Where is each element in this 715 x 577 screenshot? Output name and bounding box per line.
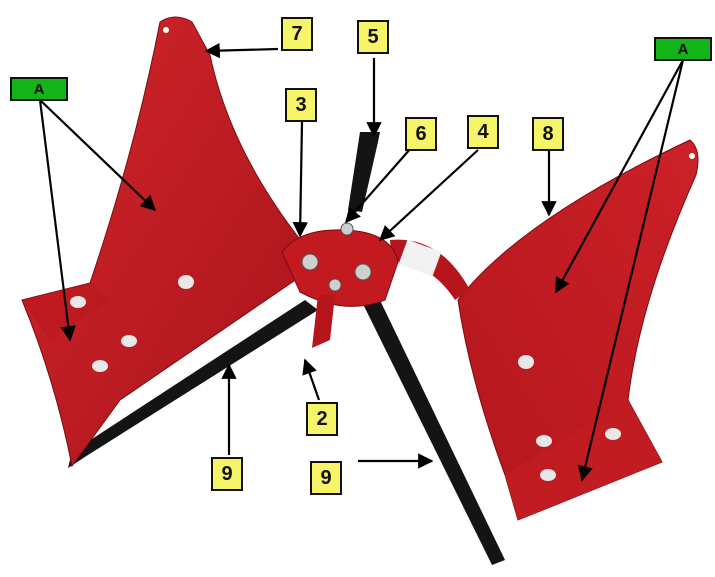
callout-a-right: A — [654, 37, 712, 61]
bolt-hole — [121, 335, 137, 347]
hub-bolt — [355, 264, 371, 280]
bolt-hole — [178, 275, 194, 289]
hitch-pin — [312, 295, 335, 348]
hub-bolt — [329, 279, 341, 291]
callout-9-left: 9 — [211, 457, 243, 491]
callout-8: 8 — [532, 117, 564, 151]
callout-7: 7 — [281, 17, 313, 51]
callout-5: 5 — [357, 20, 389, 54]
bolt-hole — [163, 27, 169, 33]
callout-9-right: 9 — [310, 461, 342, 495]
callout-6: 6 — [405, 117, 437, 151]
bolt-hole — [536, 435, 552, 447]
bolt-hole — [70, 296, 86, 308]
hub-bolt — [341, 223, 353, 235]
bolt-hole — [540, 469, 556, 481]
bolt-hole — [518, 355, 534, 369]
callout-3: 3 — [285, 88, 317, 122]
bolt-hole — [605, 428, 621, 440]
callout-4: 4 — [467, 115, 499, 149]
hub-body — [282, 230, 398, 307]
callout-a-left: A — [10, 77, 68, 101]
callout-2: 2 — [306, 402, 338, 436]
bolt-hole — [92, 360, 108, 372]
hub-bolt — [302, 254, 318, 270]
bolt-hole — [689, 153, 695, 159]
